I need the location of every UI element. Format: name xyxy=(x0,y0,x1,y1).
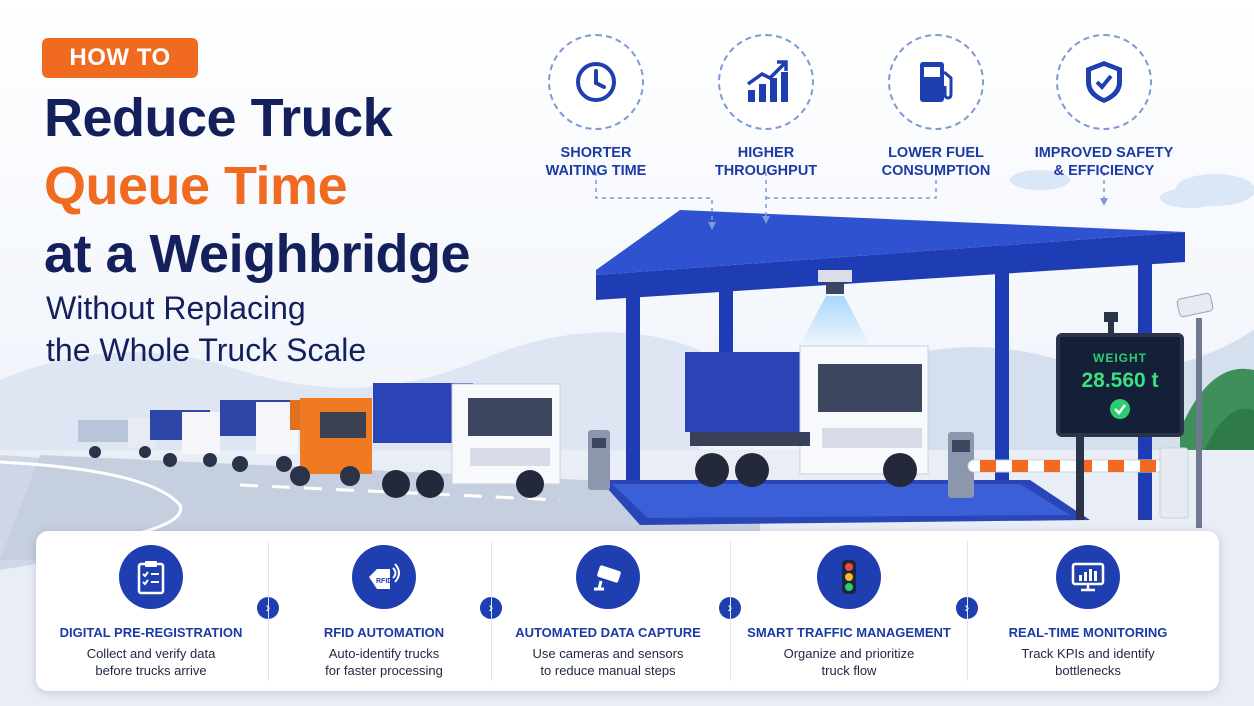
benefit-shorter-waiting-time: SHORTER WAITING TIME xyxy=(511,34,681,180)
step-desc-line-2: bottlenecks xyxy=(1055,663,1121,678)
benefit-label-line-2: CONSUMPTION xyxy=(881,163,991,179)
shield-check-icon xyxy=(1086,61,1122,103)
step-desc-line-2: truck flow xyxy=(821,663,877,678)
traffic-light-icon xyxy=(842,560,856,594)
step-desc-line-1: Auto-identify trucks xyxy=(328,646,440,661)
benefit-improved-safety: IMPROVED SAFETY & EFFICIENCY xyxy=(1019,34,1189,180)
rfid-tag-icon: RFID xyxy=(369,563,400,589)
growth-chart-icon xyxy=(746,60,788,102)
camera-icon xyxy=(594,565,621,591)
step-title: AUTOMATED DATA CAPTURE xyxy=(515,625,701,640)
benefit-label-line-1: HIGHER xyxy=(737,145,795,161)
step-desc-line-2: to reduce manual steps xyxy=(540,663,676,678)
card-divider xyxy=(967,541,968,681)
step-desc-line-1: Collect and verify data xyxy=(86,646,216,661)
card-divider xyxy=(268,541,269,681)
step-title: SMART TRAFFIC MANAGEMENT xyxy=(747,625,951,640)
step-card-smart-traffic-management: SMART TRAFFIC MANAGEMENT Organize and pr… xyxy=(731,531,967,691)
title-line-3: at a Weighbridge xyxy=(44,224,471,284)
step-desc-line-1: Use cameras and sensors xyxy=(532,646,684,661)
benefit-label-line-1: LOWER FUEL xyxy=(888,145,984,161)
card-divider xyxy=(730,541,731,681)
benefit-label-line-2: THROUGHPUT xyxy=(714,163,818,179)
step-card-digital-pre-registration: DIGITAL PRE-REGISTRATION Collect and ver… xyxy=(36,531,266,691)
benefit-label-line-1: IMPROVED SAFETY xyxy=(1034,145,1174,161)
solution-steps-panel: DIGITAL PRE-REGISTRATION Collect and ver… xyxy=(36,531,1219,691)
benefit-label-line-2: WAITING TIME xyxy=(545,163,647,179)
step-desc-line-2: before trucks arrive xyxy=(95,663,207,678)
weight-value: 28.560 t xyxy=(1081,369,1159,392)
clipboard-checklist-icon xyxy=(137,561,165,595)
title-line-2: Queue Time xyxy=(44,156,348,216)
benefit-higher-throughput: HIGHER THROUGHPUT xyxy=(681,34,851,180)
monitor-chart-icon xyxy=(1071,562,1105,592)
step-desc-line-1: Organize and prioritize xyxy=(783,646,915,661)
weight-label: WEIGHT xyxy=(1093,351,1147,365)
clock-icon xyxy=(576,62,616,102)
step-title: REAL-TIME MONITORING xyxy=(1008,625,1168,640)
step-title: DIGITAL PRE-REGISTRATION xyxy=(59,625,243,640)
weight-display-panel: WEIGHT 28.560 t xyxy=(1056,333,1184,437)
check-circle-icon xyxy=(1110,399,1130,419)
step-card-rfid-automation: RFID RFID AUTOMATION Auto-identify truck… xyxy=(269,531,499,691)
benefit-label-line-2: & EFFICIENCY xyxy=(1053,163,1155,179)
step-desc-line-2: for faster processing xyxy=(325,663,443,678)
benefit-lower-fuel-consumption: LOWER FUEL CONSUMPTION xyxy=(851,34,1021,180)
subtitle-line-1: Without Replacing xyxy=(46,290,306,326)
card-divider xyxy=(491,541,492,681)
svg-text:RFID: RFID xyxy=(376,578,392,585)
title-line-1: Reduce Truck xyxy=(44,88,393,148)
step-title: RFID AUTOMATION xyxy=(323,625,445,640)
step-card-automated-data-capture: AUTOMATED DATA CAPTURE Use cameras and s… xyxy=(493,531,723,691)
step-card-real-time-monitoring: REAL-TIME MONITORING Track KPIs and iden… xyxy=(968,531,1208,691)
how-to-badge: HOW TO xyxy=(42,38,198,78)
step-desc-line-1: Track KPIs and identify xyxy=(1021,646,1155,661)
benefit-label-line-1: SHORTER xyxy=(560,145,632,161)
subtitle-line-2: the Whole Truck Scale xyxy=(46,332,367,368)
fuel-pump-icon xyxy=(920,62,953,102)
